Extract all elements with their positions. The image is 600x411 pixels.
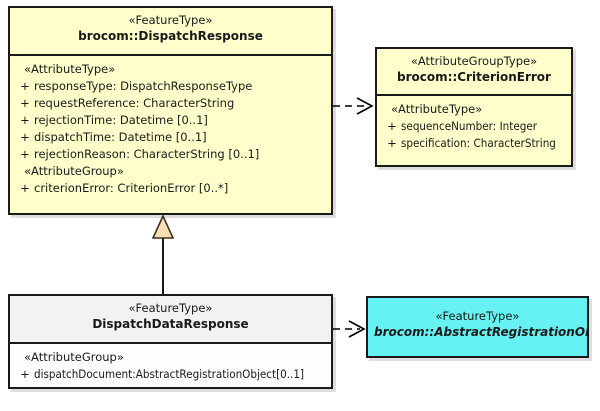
open-arrowhead: [348, 320, 366, 338]
visibility-marker: +: [20, 79, 30, 93]
class-name: brocom::DispatchResponse: [78, 29, 263, 43]
attribute-row[interactable]: + responseType: DispatchResponseType: [10, 78, 331, 95]
class-attributes-compartment: «AttributeType» + sequenceNumber: Integer…: [377, 96, 571, 158]
open-arrowhead: [356, 97, 374, 115]
class-box-criterion-error[interactable]: «AttributeGroupType» brocom::CriterionEr…: [375, 47, 573, 167]
attribute-signature: specification: CharacterString: [401, 136, 556, 150]
attribute-row[interactable]: + dispatchTime: Datetime [0..1]: [10, 129, 331, 146]
attribute-signature: criterionError: CriterionError [0..*]: [34, 181, 229, 195]
attribute-group-label: «AttributeType»: [24, 62, 116, 76]
attribute-group-label: «AttributeType»: [391, 102, 483, 116]
attribute-row[interactable]: + rejectionTime: Datetime [0..1]: [10, 112, 331, 129]
visibility-marker: +: [20, 96, 30, 110]
class-box-abstract-registration-object[interactable]: «FeatureType» brocom::AbstractRegistrati…: [366, 296, 589, 358]
class-stereotype: «AttributeGroupType»: [410, 54, 538, 68]
class-box-dispatch-response[interactable]: «FeatureType» brocom::DispatchResponse «…: [8, 6, 333, 215]
attribute-row[interactable]: + requestReference: CharacterString: [10, 95, 331, 112]
class-name: brocom::AbstractRegistrationObject: [374, 325, 587, 339]
attribute-row[interactable]: + rejectionReason: CharacterString [0..1]: [10, 146, 331, 163]
visibility-marker: +: [20, 130, 30, 144]
class-stereotype: «FeatureType»: [435, 309, 520, 323]
visibility-marker: +: [20, 113, 30, 127]
class-name: DispatchDataResponse: [92, 317, 249, 331]
attribute-row[interactable]: + criterionError: CriterionError [0..*]: [10, 180, 331, 197]
attribute-row[interactable]: + sequenceNumber: Integer: [377, 118, 571, 135]
visibility-marker: +: [387, 119, 397, 133]
class-stereotype: «FeatureType»: [128, 301, 213, 315]
class-attributes-compartment: «AttributeGroup» + dispatchDocument:Abstr…: [10, 344, 331, 387]
class-name: brocom::CriterionError: [397, 70, 551, 84]
attribute-signature: responseType: DispatchResponseType: [34, 79, 253, 93]
visibility-marker: +: [387, 136, 397, 150]
visibility-marker: +: [20, 367, 30, 381]
attribute-row[interactable]: + specification: CharacterString: [377, 135, 571, 152]
visibility-marker: +: [20, 147, 30, 161]
attribute-group-label: «AttributeGroup»: [24, 164, 124, 178]
visibility-marker: +: [20, 181, 30, 195]
attribute-row[interactable]: + dispatchDocument:AbstractRegistrationOb…: [10, 366, 331, 383]
attribute-signature: rejectionReason: CharacterString [0..1]: [34, 147, 260, 161]
attribute-signature: requestReference: CharacterString: [34, 96, 235, 110]
class-header: «FeatureType» brocom::DispatchResponse: [10, 8, 331, 56]
generalization-hollow-triangle: [151, 214, 175, 239]
class-box-dispatch-data-response[interactable]: «FeatureType» DispatchDataResponse «Attr…: [8, 294, 333, 389]
attribute-signature: dispatchTime: Datetime [0..1]: [34, 130, 207, 144]
attribute-signature: rejectionTime: Datetime [0..1]: [34, 113, 208, 127]
attribute-group-label: «AttributeGroup»: [24, 350, 124, 364]
class-header: «AttributeGroupType» brocom::CriterionEr…: [377, 49, 571, 96]
class-header: «FeatureType» brocom::AbstractRegistrati…: [368, 298, 587, 356]
class-stereotype: «FeatureType»: [128, 13, 213, 27]
class-attributes-compartment: «AttributeType» + responseType: DispatchR…: [10, 56, 331, 203]
attribute-signature: dispatchDocument:AbstractRegistrationObj…: [34, 367, 305, 381]
class-header: «FeatureType» DispatchDataResponse: [10, 296, 331, 344]
attribute-signature: sequenceNumber: Integer: [401, 119, 538, 133]
